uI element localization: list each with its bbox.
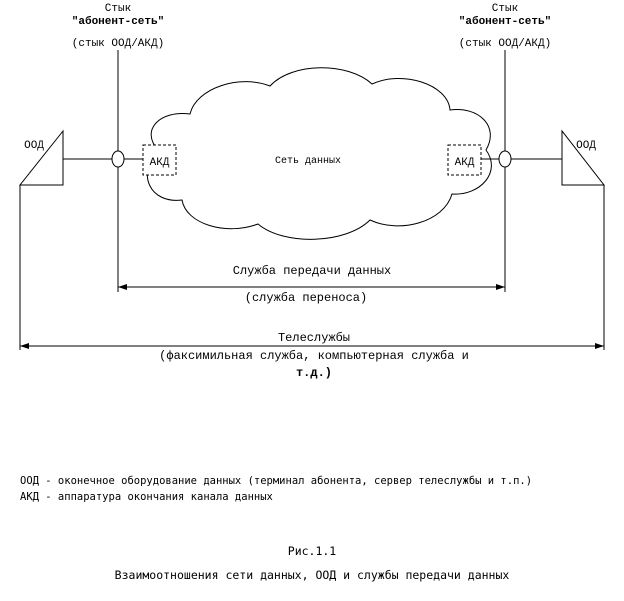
left-junction-title: Стык <box>105 3 131 15</box>
figure-caption: Взаимоотношения сети данных, ООД и служб… <box>114 568 510 582</box>
right-junction-title: Стык <box>492 3 518 15</box>
legend-akd: АКД - аппаратура окончания канала данных <box>20 491 273 503</box>
right-terminal-icon <box>561 129 606 186</box>
data-service-arrow-left-head <box>118 284 127 290</box>
left-junction-name: "абонент-сеть" <box>72 15 164 28</box>
right-junction-name: "абонент-сеть" <box>459 15 551 28</box>
teleservices-line2: т.д.) <box>296 366 332 380</box>
right-terminal-label: ООД <box>576 140 596 152</box>
data-service-sub: (служба переноса) <box>245 291 367 305</box>
network-label: Сеть данных <box>275 156 341 167</box>
right-junction-label: Стык "абонент-сеть" (стык ООД/АКД) <box>459 3 551 50</box>
teleservices-title: Телеслужбы <box>278 331 350 345</box>
data-service-title: Служба передачи данных <box>233 264 391 278</box>
left-junction-point <box>111 150 125 168</box>
left-terminal-icon <box>18 129 64 186</box>
right-junction-point <box>498 150 512 168</box>
data-network-cloud <box>146 67 492 240</box>
left-akd-label: АКД <box>150 157 170 169</box>
legend-ood: ООД - оконечное оборудование данных (тер… <box>20 475 533 487</box>
left-junction-label: Стык "абонент-сеть" (стык ООД/АКД) <box>72 3 164 50</box>
figure-number: Рис.1.1 <box>287 544 337 558</box>
teleservices-line1: (факсимильная служба, компьютерная служб… <box>159 349 469 363</box>
data-service-arrow-right-head <box>496 284 505 290</box>
left-terminal-label: ООД <box>24 140 44 152</box>
left-akd-box <box>142 144 177 176</box>
right-junction-sub: (стык ООД/АКД) <box>459 38 551 50</box>
teleservices-arrow-left-head <box>20 343 29 349</box>
right-akd-box <box>447 144 482 176</box>
right-akd-label: АКД <box>455 157 475 169</box>
teleservices-arrow-right-head <box>595 343 604 349</box>
left-junction-sub: (стык ООД/АКД) <box>72 38 164 50</box>
